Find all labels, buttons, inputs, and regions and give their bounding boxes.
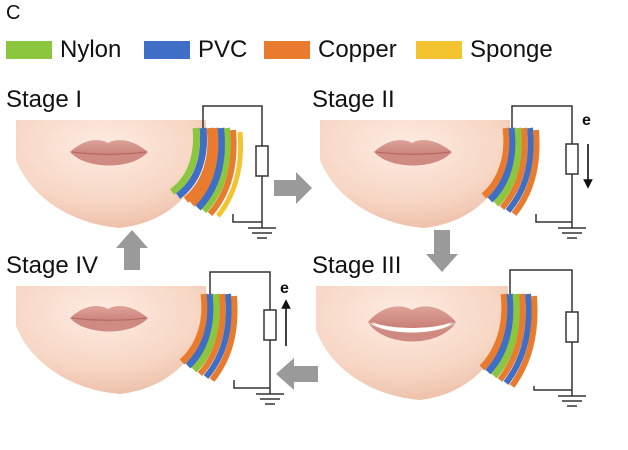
stage-3-sensor bbox=[479, 293, 538, 388]
stage-1-label: Stage I bbox=[6, 86, 83, 113]
stage-2-lips bbox=[374, 139, 452, 166]
arrow-stage4-to-stage1 bbox=[116, 230, 148, 270]
legend-label-copper: Copper bbox=[318, 36, 397, 63]
legend-swatch-pvc bbox=[144, 41, 190, 59]
legend-label-pvc: PVC bbox=[198, 36, 248, 63]
stage-3-chin bbox=[316, 286, 508, 400]
panel-label: C bbox=[6, 2, 21, 24]
stage-4 bbox=[16, 271, 291, 405]
legend-swatch-copper bbox=[264, 41, 310, 59]
stage-4-label: Stage IV bbox=[6, 252, 99, 279]
stage-4-lips bbox=[70, 305, 148, 332]
stage-4-circuit bbox=[209, 271, 284, 405]
arrow-stage2-to-stage3 bbox=[426, 230, 458, 272]
stage-2-circuit bbox=[511, 105, 586, 239]
legend-swatch-nylon bbox=[6, 41, 52, 59]
stage-3-lips bbox=[368, 306, 456, 342]
stage-1-chin bbox=[16, 120, 206, 228]
stage-1-circuit bbox=[202, 105, 276, 239]
legend-label-sponge: Sponge bbox=[470, 36, 553, 63]
legend-swatch-sponge bbox=[416, 41, 462, 59]
stage-1-sensor bbox=[169, 127, 244, 218]
stage-1 bbox=[16, 105, 276, 239]
legend-label-nylon: Nylon bbox=[60, 36, 122, 63]
arrow-stage1-to-stage2 bbox=[274, 172, 312, 204]
stage-4-chin bbox=[16, 286, 206, 394]
stage-2 bbox=[320, 105, 593, 239]
stage-4-electron-label: e bbox=[280, 280, 289, 297]
stage-3 bbox=[316, 269, 586, 407]
stage-3-label: Stage III bbox=[312, 252, 402, 279]
stage-2-label: Stage II bbox=[312, 86, 395, 113]
stage-1-lips bbox=[70, 139, 148, 166]
stage-2-chin bbox=[320, 120, 510, 228]
stage-3-circuit bbox=[509, 269, 586, 407]
arrow-stage3-to-stage4 bbox=[276, 358, 318, 390]
stage-4-sensor bbox=[179, 293, 238, 382]
stage-2-sensor bbox=[481, 127, 540, 216]
stage-2-electron-label: e bbox=[582, 112, 591, 129]
